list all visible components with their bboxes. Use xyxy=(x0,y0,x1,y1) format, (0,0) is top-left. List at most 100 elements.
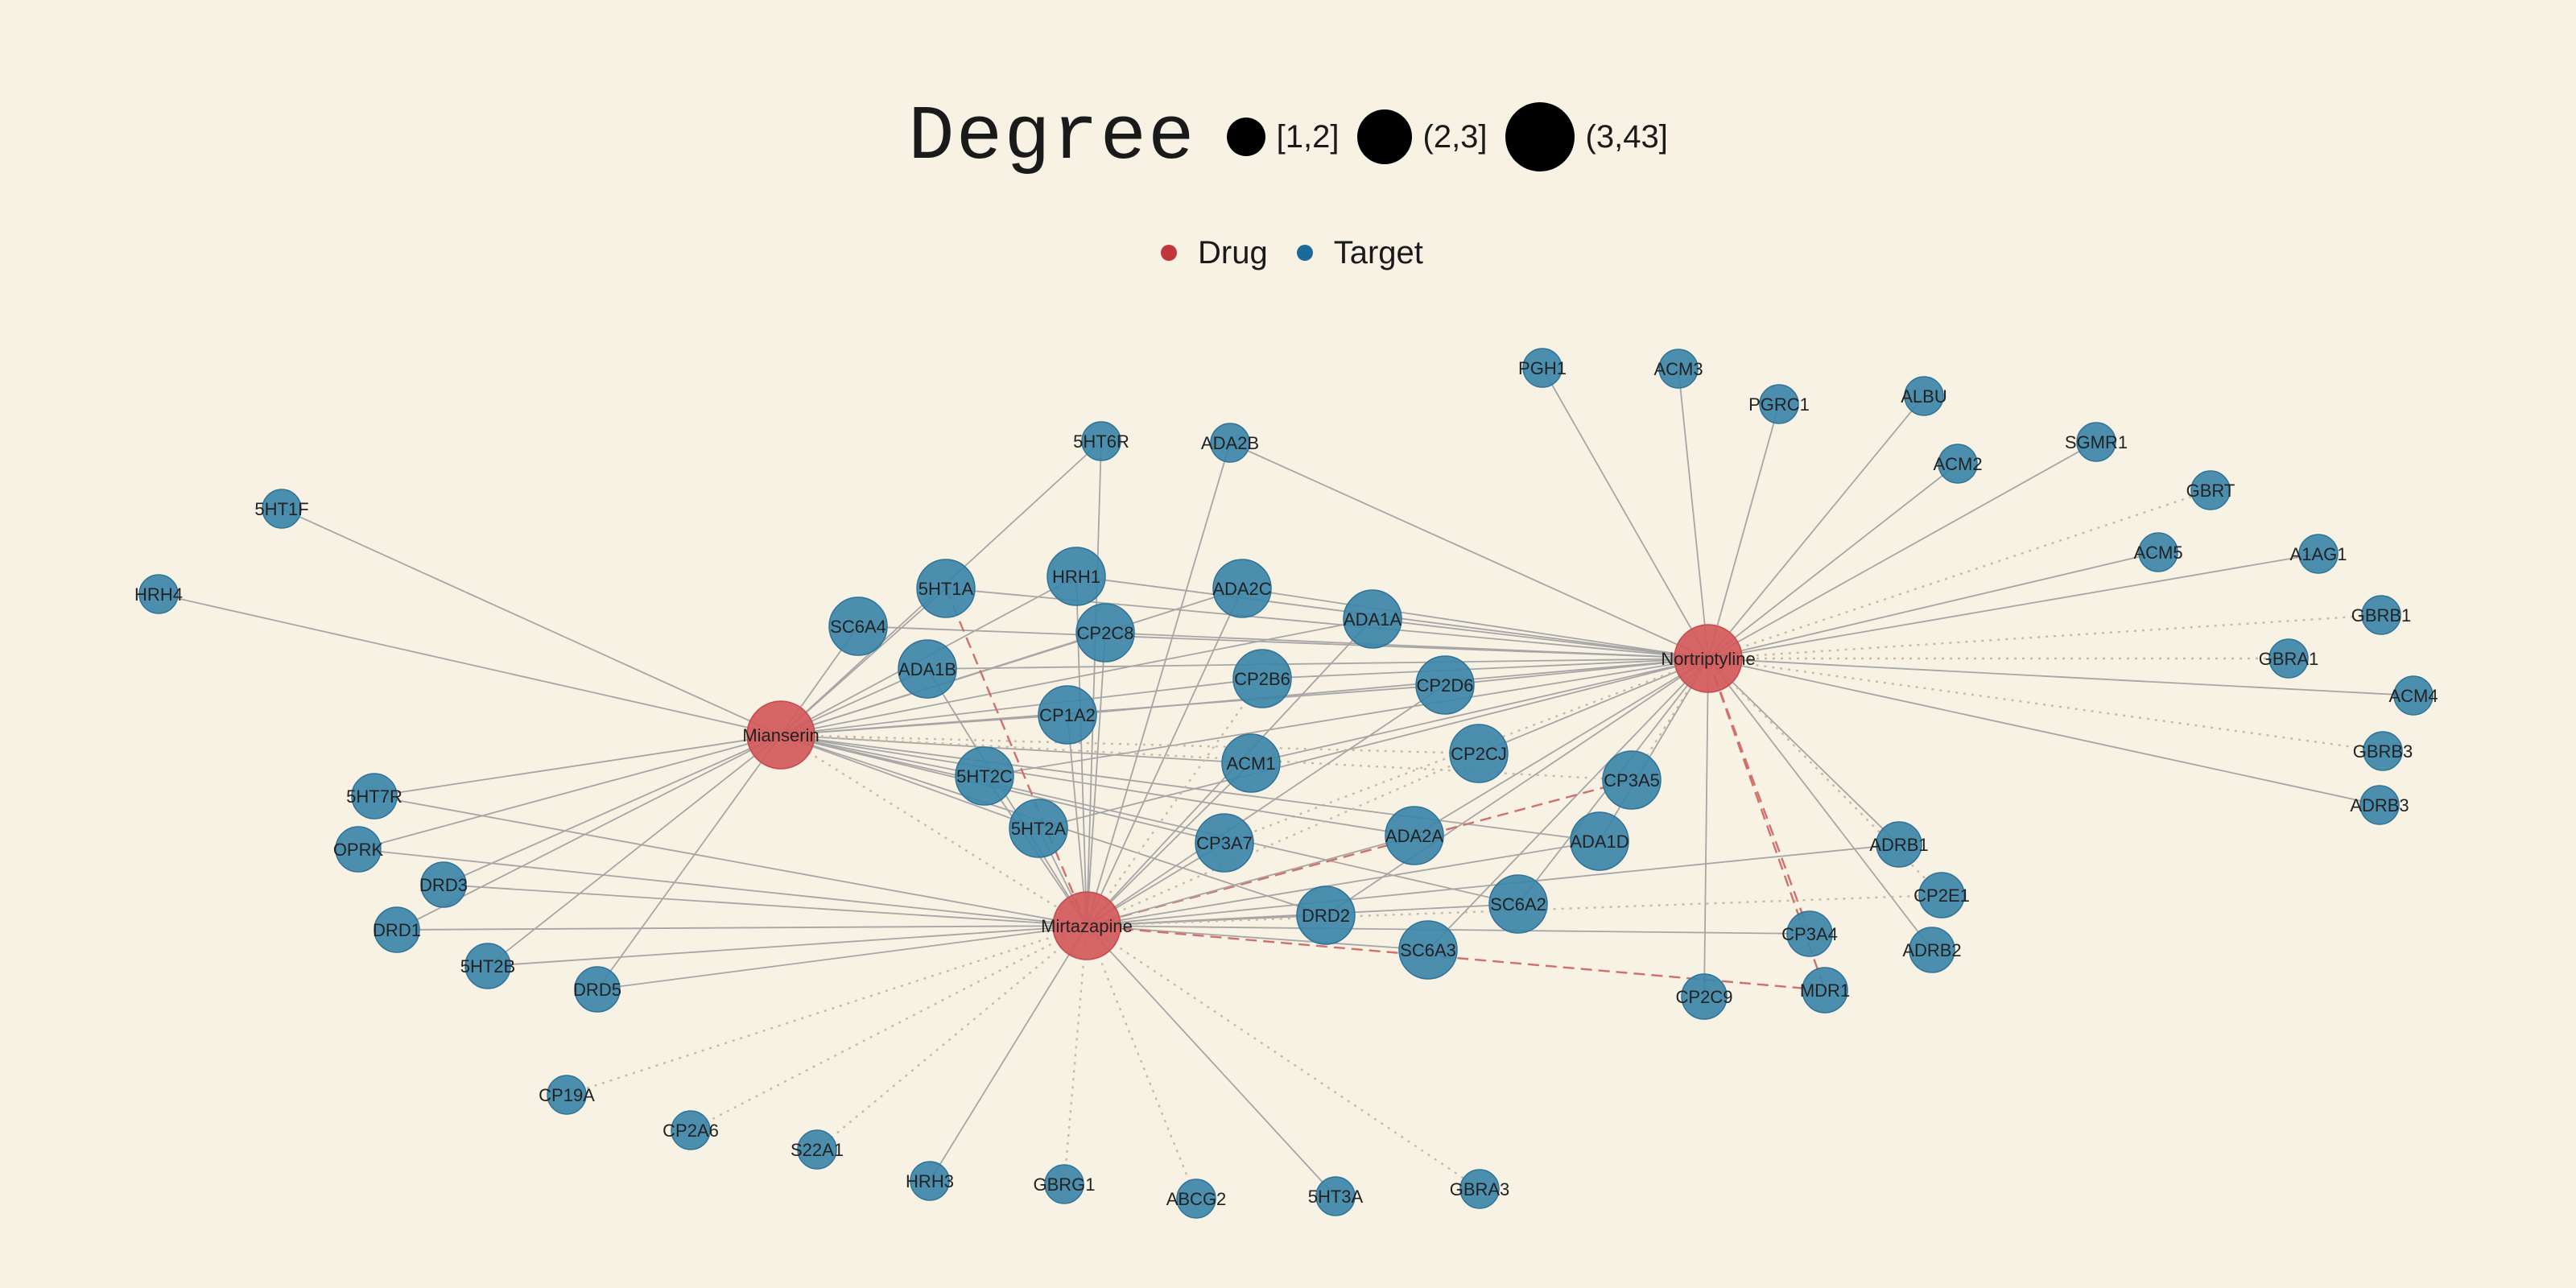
target-node-5ht1f[interactable]: 5HT1F xyxy=(254,489,309,529)
target-circle-a1ag1[interactable] xyxy=(2298,534,2339,574)
target-circle-drd1[interactable] xyxy=(374,906,420,953)
target-circle-cp2c8[interactable] xyxy=(1075,603,1135,663)
drug-circle-mianserin[interactable] xyxy=(746,700,815,770)
target-node-gbrg1[interactable]: GBRG1 xyxy=(1033,1164,1096,1204)
target-circle-cp2e1[interactable] xyxy=(1918,872,1965,919)
target-node-cp2b6[interactable]: CP2B6 xyxy=(1232,649,1292,708)
target-circle-s22a1[interactable] xyxy=(797,1129,837,1170)
target-node-cp3a5[interactable]: CP3A5 xyxy=(1602,750,1662,810)
target-node-5ht3a[interactable]: 5HT3A xyxy=(1308,1176,1364,1216)
target-circle-gbrt[interactable] xyxy=(2190,470,2231,510)
target-circle-5ht6r[interactable] xyxy=(1081,421,1121,461)
target-node-5ht2a[interactable]: 5HT2A xyxy=(1009,799,1068,858)
target-circle-5ht2c[interactable] xyxy=(955,746,1014,806)
target-node-cp2d6[interactable]: CP2D6 xyxy=(1415,655,1475,715)
target-circle-ada1b[interactable] xyxy=(898,639,957,699)
target-circle-cp2cj[interactable] xyxy=(1449,724,1509,783)
target-circle-drd5[interactable] xyxy=(574,966,621,1013)
target-node-cp2cj[interactable]: CP2CJ xyxy=(1449,724,1509,783)
target-node-gbrb3[interactable]: GBRB3 xyxy=(2353,731,2413,771)
target-node-sc6a3[interactable]: SC6A3 xyxy=(1398,920,1458,980)
target-circle-gbrb3[interactable] xyxy=(2363,731,2403,771)
target-circle-cp2b6[interactable] xyxy=(1232,649,1292,708)
target-node-cp3a7[interactable]: CP3A7 xyxy=(1195,813,1254,873)
target-circle-acm5[interactable] xyxy=(2138,532,2178,572)
target-node-sc6a2[interactable]: SC6A2 xyxy=(1488,874,1548,934)
target-node-drd2[interactable]: DRD2 xyxy=(1296,886,1356,945)
target-node-a1ag1[interactable]: A1AG1 xyxy=(2290,534,2347,574)
target-node-5ht2b[interactable]: 5HT2B xyxy=(460,943,515,989)
target-circle-sgmr1[interactable] xyxy=(2076,422,2116,462)
target-circle-gbra1[interactable] xyxy=(2268,638,2309,679)
target-circle-sc6a3[interactable] xyxy=(1398,920,1458,980)
target-node-ada2a[interactable]: ADA2A xyxy=(1385,806,1444,865)
drug-circle-nortriptyline[interactable] xyxy=(1674,624,1743,693)
target-node-gbra1[interactable]: GBRA1 xyxy=(2259,638,2319,679)
target-node-ada2c[interactable]: ADA2C xyxy=(1212,559,1272,618)
target-circle-adrb2[interactable] xyxy=(1909,927,1955,973)
target-node-acm5[interactable]: ACM5 xyxy=(2133,532,2183,572)
target-circle-abcg2[interactable] xyxy=(1176,1179,1216,1219)
target-node-ada1a[interactable]: ADA1A xyxy=(1343,589,1402,649)
target-node-drd5[interactable]: DRD5 xyxy=(573,966,621,1013)
target-circle-5ht1a[interactable] xyxy=(916,559,976,618)
target-node-cp3a4[interactable]: CP3A4 xyxy=(1781,910,1838,957)
target-circle-ada2c[interactable] xyxy=(1212,559,1272,618)
target-node-drd3[interactable]: DRD3 xyxy=(419,861,468,908)
target-circle-ada2a[interactable] xyxy=(1385,806,1444,865)
target-circle-cp1a2[interactable] xyxy=(1038,685,1097,745)
target-node-adrb2[interactable]: ADRB2 xyxy=(1902,927,1962,973)
target-node-gbrb1[interactable]: GBRB1 xyxy=(2351,595,2412,635)
drug-node-mirtazapine[interactable]: Mirtazapine xyxy=(1041,891,1133,960)
target-circle-5ht2a[interactable] xyxy=(1009,799,1068,858)
target-node-cp2a6[interactable]: CP2A6 xyxy=(663,1110,719,1150)
target-node-5ht2c[interactable]: 5HT2C xyxy=(955,746,1014,806)
target-circle-ada2b[interactable] xyxy=(1210,423,1250,463)
target-node-drd1[interactable]: DRD1 xyxy=(373,906,421,953)
target-circle-acm3[interactable] xyxy=(1658,349,1699,389)
target-circle-hrh4[interactable] xyxy=(138,574,179,614)
target-circle-acm1[interactable] xyxy=(1221,733,1281,793)
target-circle-hrh1[interactable] xyxy=(1046,547,1106,606)
target-circle-pgrc1[interactable] xyxy=(1759,384,1799,424)
target-node-pgrc1[interactable]: PGRC1 xyxy=(1748,384,1810,424)
target-circle-hrh3[interactable] xyxy=(910,1161,950,1201)
target-node-5ht6r[interactable]: 5HT6R xyxy=(1073,421,1129,461)
target-circle-cp19a[interactable] xyxy=(547,1075,587,1115)
target-node-cp1a2[interactable]: CP1A2 xyxy=(1038,685,1097,745)
target-node-pgh1[interactable]: PGH1 xyxy=(1518,348,1567,388)
target-circle-drd3[interactable] xyxy=(420,861,467,908)
target-node-acm2[interactable]: ACM2 xyxy=(1933,444,1983,484)
target-circle-cp2a6[interactable] xyxy=(671,1110,711,1150)
target-node-adrb1[interactable]: ADRB1 xyxy=(1869,821,1929,868)
target-node-cp2c8[interactable]: CP2C8 xyxy=(1075,603,1135,663)
target-node-mdr1[interactable]: MDR1 xyxy=(1800,967,1850,1013)
target-circle-adrb1[interactable] xyxy=(1876,821,1922,868)
target-circle-adrb3[interactable] xyxy=(2359,785,2400,825)
target-node-sgmr1[interactable]: SGMR1 xyxy=(2065,422,2128,462)
target-circle-oprk[interactable] xyxy=(335,826,382,873)
target-circle-cp2d6[interactable] xyxy=(1415,655,1475,715)
target-node-cp2c9[interactable]: CP2C9 xyxy=(1676,973,1733,1020)
target-circle-cp3a7[interactable] xyxy=(1195,813,1254,873)
target-circle-cp3a5[interactable] xyxy=(1602,750,1662,810)
target-node-ada2b[interactable]: ADA2B xyxy=(1201,423,1259,463)
target-node-abcg2[interactable]: ABCG2 xyxy=(1166,1179,1227,1219)
target-node-gbrt[interactable]: GBRT xyxy=(2186,470,2235,510)
target-node-s22a1[interactable]: S22A1 xyxy=(791,1129,844,1170)
target-node-hrh3[interactable]: HRH3 xyxy=(906,1161,954,1201)
drug-circle-mirtazapine[interactable] xyxy=(1052,891,1121,960)
target-node-hrh4[interactable]: HRH4 xyxy=(134,574,183,614)
target-circle-ada1a[interactable] xyxy=(1343,589,1402,649)
target-node-oprk[interactable]: OPRK xyxy=(333,826,384,873)
target-circle-5ht2b[interactable] xyxy=(464,943,511,989)
target-node-cp19a[interactable]: CP19A xyxy=(539,1075,595,1115)
target-node-gbra3[interactable]: GBRA3 xyxy=(1450,1169,1510,1209)
target-circle-gbrb1[interactable] xyxy=(2361,595,2401,635)
target-circle-ada1d[interactable] xyxy=(1570,811,1629,871)
target-circle-5ht1f[interactable] xyxy=(262,489,302,529)
target-node-hrh1[interactable]: HRH1 xyxy=(1046,547,1106,606)
target-node-acm4[interactable]: ACM4 xyxy=(2388,675,2438,716)
target-circle-gbra3[interactable] xyxy=(1459,1169,1500,1209)
target-circle-sc6a4[interactable] xyxy=(828,597,888,656)
